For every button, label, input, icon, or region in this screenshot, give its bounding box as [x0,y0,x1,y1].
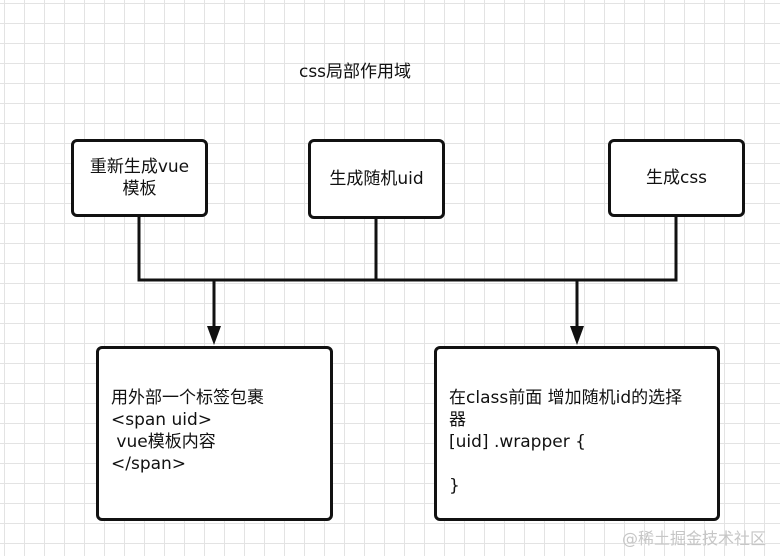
node-text-line: } [449,476,460,496]
node-text-line: vue模板内容 [111,432,216,452]
node-text-line: 生成css [645,168,708,188]
node-regen-template: 重新生成vue 模板 [71,139,208,217]
watermark: @稀土掘金技术社区 [621,529,766,548]
diagram-title: css局部作用域 [298,62,412,82]
node-text-line: 生成随机uid [329,169,424,189]
node-text-line: 重新生成vue [89,157,190,177]
node-gen-css: 生成css [608,139,745,217]
arrowhead-to-wrap-tag [207,326,221,345]
node-text-line: <span uid> [111,410,213,430]
node-text-line: ​ [449,453,707,475]
node-gen-css-text: 生成css [646,167,707,189]
node-gen-uid: 生成随机uid [308,139,445,219]
node-class-prefix: 在class前面 增加随机id的选择 器 [uid] .wrapper { ​ … [434,346,720,521]
arrowhead-to-class-prefix [570,326,584,345]
node-text-line: 用外部一个标签包裹 [111,388,264,408]
node-text-line: 在class前面 增加随机id的选择 [449,388,683,408]
node-wrap-tag: 用外部一个标签包裹 <span uid> vue模板内容 </span> [96,346,333,521]
node-gen-uid-text: 生成随机uid [329,168,423,190]
node-regen-template-text: 重新生成vue 模板 [90,156,189,200]
node-text-line: [uid] .wrapper { [449,432,586,452]
node-text-line: 器 [449,410,466,430]
node-text-line: </span> [111,454,187,474]
node-text-line: 模板 [122,179,157,199]
